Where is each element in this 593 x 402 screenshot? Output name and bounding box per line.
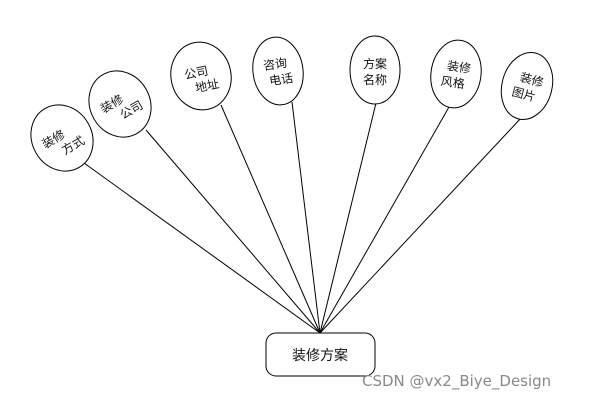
connector-consult-phone <box>291 101 321 334</box>
attribute-label-line2: 电话 <box>268 71 294 88</box>
connector-decor-style <box>319 106 450 334</box>
entity-box <box>265 332 376 377</box>
attribute-label-line1: 公司 <box>183 64 209 83</box>
watermark: CSDN @vx2_Biye_Design <box>362 372 552 390</box>
attribute-label-line2: 地址 <box>194 77 220 96</box>
attribute-decor-image: 装修 图片 <box>500 52 554 120</box>
attribute-company: 装修 公司 <box>88 70 152 138</box>
connector-style-method <box>83 162 321 334</box>
connector-company-address <box>220 104 321 334</box>
attribute-ellipse <box>349 35 401 105</box>
attribute-decor-style: 装修 风格 <box>430 39 482 109</box>
attribute-ellipse <box>500 52 554 120</box>
entity-decoration-plan: 装修方案 <box>265 332 376 377</box>
attribute-style-method: 装修 方式 <box>30 104 94 172</box>
attribute-consult-phone: 咨询 电话 <box>252 36 304 106</box>
attribute-company-address: 公司 地址 <box>170 41 232 111</box>
attribute-ellipse <box>252 36 304 106</box>
connector-decor-image <box>319 116 523 334</box>
attribute-ellipse <box>430 39 482 109</box>
connector-company <box>145 129 321 334</box>
attribute-ellipse <box>170 41 232 111</box>
attribute-label-line2: 名称 <box>363 72 387 87</box>
attribute-ellipse <box>30 104 94 172</box>
connector-lines <box>83 101 523 334</box>
attribute-label-line1: 方案 <box>363 56 387 71</box>
attribute-plan-name: 方案 名称 <box>349 35 401 105</box>
attribute-ellipse <box>88 70 152 138</box>
attribute-label-line1: 咨询 <box>262 55 288 73</box>
attribute-label-line1: 装修 <box>518 69 545 90</box>
connector-plan-name <box>319 102 377 334</box>
attribute-label-line2: 图片 <box>510 85 537 105</box>
attribute-label-line2: 风格 <box>440 73 466 91</box>
attribute-label-line1: 装修 <box>446 58 472 76</box>
entity-label: 装修方案 <box>292 347 348 364</box>
